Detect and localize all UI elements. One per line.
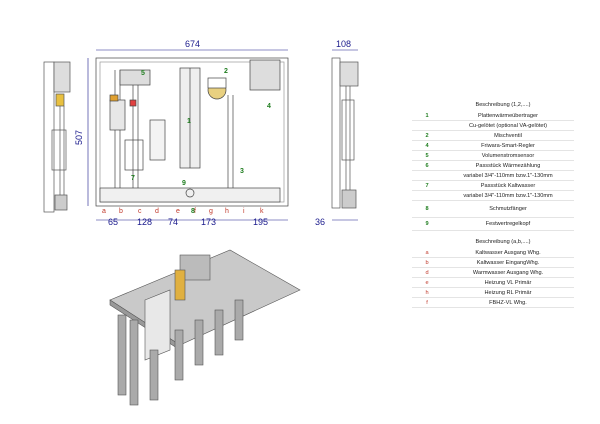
component-number: 4 — [267, 103, 271, 110]
dim-spacing: 128 — [137, 217, 152, 227]
legend-row: 6 Passstück Wärmezählung — [412, 161, 574, 171]
legend-key: 5 — [425, 152, 429, 159]
legend-text: FBHZ-VL Whg. — [489, 299, 527, 306]
connection-label: b — [119, 208, 123, 215]
legend-key: 8 — [425, 206, 429, 212]
connection-label: i — [243, 208, 245, 215]
legend-row: 2 Mischventil — [412, 131, 574, 141]
connection-label: f — [194, 208, 196, 215]
legend-key: 6 — [425, 162, 429, 169]
legend-text: Passstück Kaltwasser — [480, 182, 536, 189]
legend-row: f FBHZ-VL Whg. — [412, 298, 574, 308]
legend-text: Schmutzfänger — [489, 206, 527, 212]
dimension-lines — [87, 49, 358, 221]
component-number: 9 — [182, 180, 186, 187]
connection-label: a — [102, 208, 106, 215]
connection-label: g — [209, 208, 213, 215]
legend-row: 1 Plattenwärmeübertrager — [412, 111, 574, 121]
legend-table: Beschreibung (1,2,....) 1 Plattenwärmeübe… — [412, 100, 574, 308]
component-number: 7 — [131, 175, 135, 182]
connection-label: k — [260, 208, 264, 215]
legend-row: b Kaltwasser EingangWhg. — [412, 258, 574, 268]
legend-text: Plattenwärmeübertrager — [477, 112, 538, 119]
legend-row: 9 Festwertregelkopf — [412, 218, 574, 231]
legend-key: f — [426, 299, 428, 306]
legend-row: variabel 3/4"-110mm bzw.1"-130mm — [412, 171, 574, 181]
legend-key: h — [425, 289, 429, 296]
legend-text: variabel 3/4"-110mm bzw.1"-130mm — [463, 172, 553, 179]
legend-row: h Heizung RL Primär — [412, 288, 574, 298]
front-view — [95, 57, 289, 207]
component-number: 1 — [187, 118, 191, 125]
legend-row: Cu-gelötet (optional VA-gelötet) — [412, 121, 574, 131]
legend-text: Warmwasser Ausgang Whg. — [472, 269, 544, 276]
connection-label: c — [138, 208, 142, 215]
dim-width: 674 — [185, 39, 200, 49]
legend-text: Mischventil — [494, 132, 522, 139]
connection-label: h — [225, 208, 229, 215]
legend-text: Heizung RL Primär — [484, 289, 532, 296]
legend-row: variabel 3/4"-110mm bzw.1"-130mm — [412, 191, 574, 201]
legend-row: e Heizung VL Primär — [412, 278, 574, 288]
left-side-view — [43, 61, 71, 213]
legend-text: Kaltwasser Ausgang Whg. — [475, 249, 541, 256]
isometric-view — [109, 249, 301, 406]
legend-connections-header: Beschreibung (a,b,....) — [475, 239, 531, 245]
legend-key: a — [425, 249, 429, 256]
dim-depth: 108 — [336, 39, 351, 49]
legend-text: variabel 3/4"-110mm bzw.1"-130mm — [463, 192, 553, 199]
legend-key: 2 — [425, 132, 429, 139]
legend-key: 9 — [425, 221, 429, 227]
legend-components-header: Beschreibung (1,2,....) — [475, 102, 531, 108]
legend-key: e — [425, 279, 429, 286]
legend-text: Passstück Wärmezählung — [475, 162, 541, 169]
legend-text: Volumenstromsensor — [481, 152, 535, 159]
legend-row: 8 Schmutzfänger — [412, 201, 574, 218]
legend-row: d Warmwasser Ausgang Whg. — [412, 268, 574, 278]
legend-row: 4 Friwara-Smart-Regler — [412, 141, 574, 151]
legend-row: 7 Passstück Kaltwasser — [412, 181, 574, 191]
dim-height: 507 — [74, 130, 84, 145]
legend-text: Cu-gelötet (optional VA-gelötet) — [469, 122, 547, 129]
legend-text: Festwertregelkopf — [485, 221, 531, 227]
component-number: 2 — [224, 68, 228, 75]
dim-depth-bottom: 36 — [315, 217, 325, 227]
dim-spacing: 173 — [201, 217, 216, 227]
legend-text: Heizung VL Primär — [484, 279, 532, 286]
dim-spacing: 65 — [108, 217, 118, 227]
legend-key: 4 — [425, 142, 429, 149]
right-side-view — [331, 57, 359, 209]
connection-label: d — [155, 208, 159, 215]
connection-label: e — [176, 208, 180, 215]
legend-row: 5 Volumenstromsensor — [412, 151, 574, 161]
component-number: 5 — [141, 70, 145, 77]
legend-row: a Kaltwasser Ausgang Whg. — [412, 248, 574, 258]
legend-key: b — [425, 259, 429, 266]
component-number: 3 — [240, 168, 244, 175]
legend-key: 1 — [425, 112, 429, 119]
component-number: 8 — [191, 208, 195, 215]
legend-key: d — [425, 269, 429, 276]
dim-spacing: 195 — [253, 217, 268, 227]
dim-spacing: 74 — [168, 217, 178, 227]
legend-text: Friwara-Smart-Regler — [481, 142, 535, 149]
legend-text: Kaltwasser EingangWhg. — [476, 259, 540, 266]
legend-key: 7 — [425, 182, 429, 189]
